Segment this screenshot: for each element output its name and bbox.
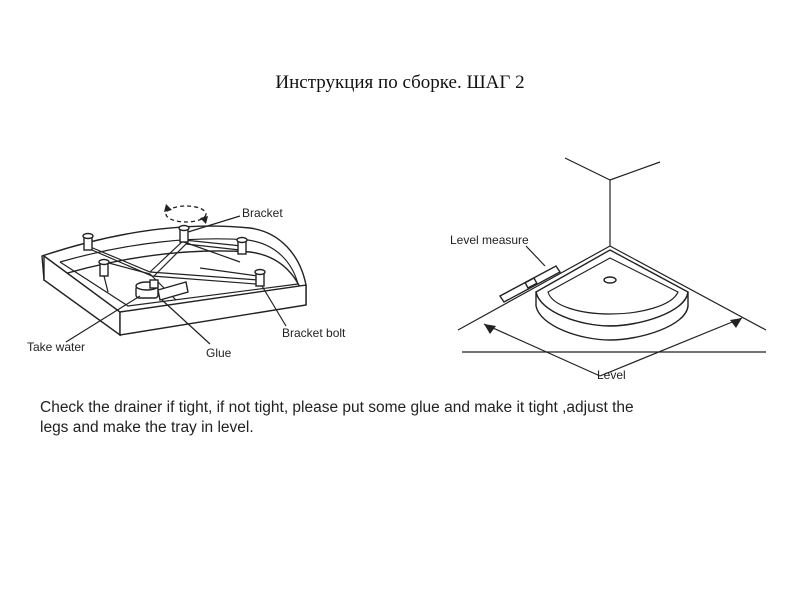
drain-assembly — [135, 279, 189, 301]
level-measure-label: Level measure — [450, 233, 529, 247]
corner-walls — [457, 157, 767, 331]
level-measure-tool — [498, 265, 562, 303]
bracket-bolt-label: Bracket bolt — [282, 326, 346, 340]
glue-label: Glue — [206, 346, 232, 360]
leg-1 — [82, 232, 94, 251]
take-water-label: Take water — [27, 340, 85, 354]
leg-3 — [236, 236, 248, 255]
level-dimension — [462, 317, 766, 377]
installed-tray — [535, 249, 689, 341]
instruction-caption: Check the drainer if tight, if not tight… — [40, 399, 634, 436]
leg-5 — [98, 258, 110, 277]
bracket-label: Bracket — [242, 206, 283, 220]
page-title: Инструкция по сборке. ШАГ 2 — [275, 72, 525, 93]
leg-2 — [178, 224, 190, 243]
rotate-arrow-icon — [164, 204, 208, 224]
tray-inner-edge — [59, 238, 299, 285]
drain-hole-icon — [603, 276, 617, 284]
tray-front-right-wall — [119, 284, 307, 336]
bracket-legs — [82, 224, 266, 287]
leg-4 — [254, 268, 266, 287]
level-label: Level — [597, 368, 626, 382]
